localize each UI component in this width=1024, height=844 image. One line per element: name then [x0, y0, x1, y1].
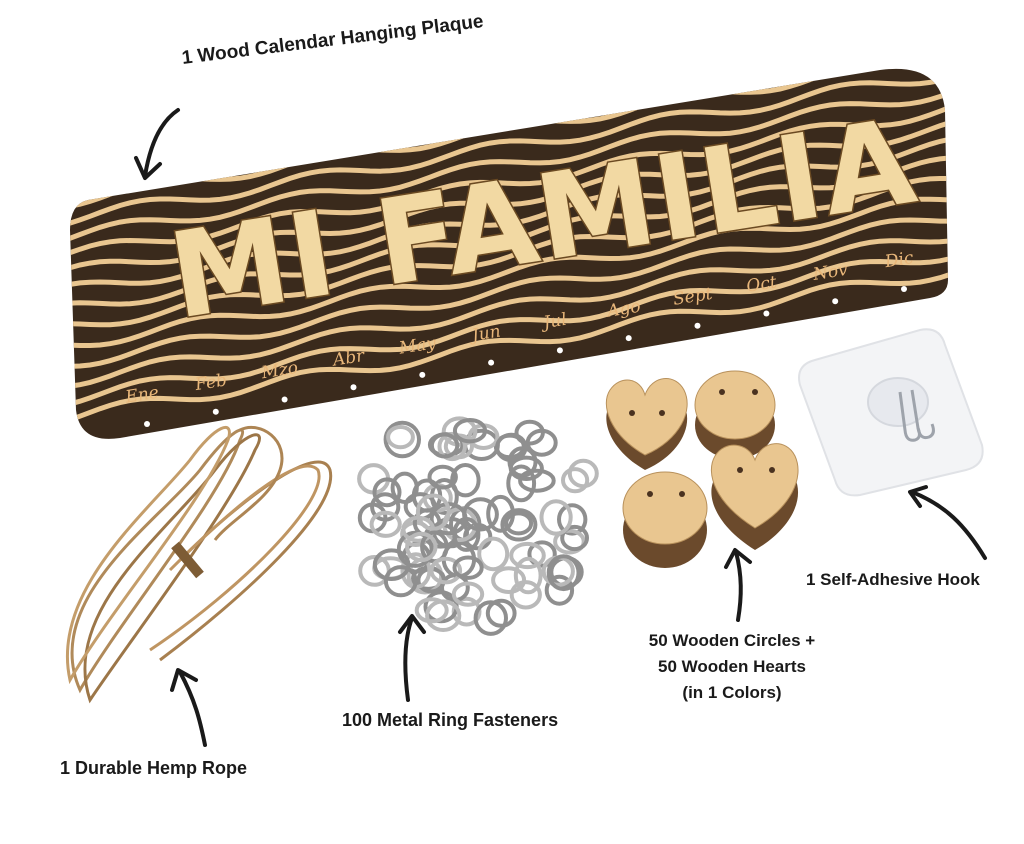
metal-ring — [509, 541, 546, 570]
hanging-hole — [625, 335, 632, 342]
wave-line — [70, 72, 948, 229]
month-label: Jul — [539, 310, 568, 334]
metal-ring — [441, 416, 478, 447]
rings-caption: 100 Metal Ring Fasteners — [342, 710, 559, 730]
metal-ring — [372, 477, 402, 508]
hook-caption: 1 Self-Adhesive Hook — [806, 570, 980, 589]
hanging-hole — [832, 298, 839, 305]
metal-ring — [491, 566, 527, 594]
wave-line — [70, 117, 948, 274]
metal-ring — [560, 524, 589, 552]
metal-ring — [504, 511, 534, 536]
wave-line — [70, 176, 948, 328]
metal-ring — [485, 598, 517, 628]
adhesive-hook — [798, 328, 984, 497]
arrow-icon — [134, 108, 180, 180]
hanging-hole — [556, 347, 563, 354]
month-label: Dic — [883, 248, 916, 272]
metal-ring — [567, 458, 599, 489]
metal-ring — [452, 516, 481, 552]
wave-line — [70, 68, 948, 93]
metal-ring — [506, 464, 537, 503]
metal-ring — [509, 580, 542, 610]
metal-ring — [495, 432, 528, 463]
metal-ring — [427, 464, 458, 490]
metal-ring — [527, 540, 557, 568]
wave-line — [70, 135, 948, 290]
metal-ring — [539, 499, 573, 536]
arrow-icon — [724, 548, 752, 622]
hemp-rope — [66, 425, 333, 704]
wooden-hearts-and-circles — [605, 370, 799, 568]
metal-ring — [452, 555, 484, 580]
hanging-hole — [488, 359, 495, 366]
metal-ring — [383, 420, 421, 459]
rope-caption: 1 Durable Hemp Rope — [60, 758, 248, 778]
metal-ring — [429, 432, 460, 459]
wave-line — [70, 101, 948, 259]
metal-ring — [429, 556, 463, 585]
metal-ring — [477, 536, 510, 572]
metal-ring — [452, 418, 488, 444]
month-label: Oct — [745, 272, 778, 297]
metal-ring — [500, 508, 538, 542]
metal-ring — [544, 574, 575, 606]
metal-ring — [405, 531, 438, 563]
metal-ring — [437, 431, 467, 462]
metal-ring — [369, 510, 402, 538]
metal-ring — [525, 428, 558, 457]
wave-line — [60, 0, 960, 45]
month-label: Jun — [468, 322, 502, 347]
metal-rings — [357, 416, 599, 636]
metal-ring — [553, 528, 586, 555]
metal-ring — [557, 503, 588, 536]
metal-ring — [415, 493, 451, 531]
wave-line — [70, 196, 948, 348]
pieces-caption: 50 Wooden Circles + 50 Wooden Hearts (in… — [612, 628, 852, 706]
heart-stack — [710, 443, 799, 550]
heart-stack — [605, 378, 688, 470]
arrow-icon — [170, 668, 207, 747]
metal-ring — [372, 548, 411, 582]
hanging-hole — [763, 310, 770, 317]
wave-line — [70, 268, 948, 426]
wave-line — [70, 86, 948, 245]
metal-ring — [396, 530, 434, 568]
metal-ring — [473, 600, 508, 636]
arrow-icon — [908, 485, 987, 560]
hanging-hole — [144, 421, 150, 427]
metal-ring — [508, 455, 544, 481]
hanging-hole — [694, 322, 701, 329]
metal-ring — [451, 581, 485, 607]
metal-ring — [518, 468, 556, 493]
hanging-hole — [419, 371, 426, 378]
circle-stack — [622, 471, 708, 568]
metal-ring — [386, 425, 415, 450]
metal-ring — [414, 597, 449, 624]
metal-ring — [546, 554, 581, 592]
wave-line — [70, 217, 948, 369]
wave-line — [70, 155, 948, 307]
metal-ring — [561, 467, 590, 494]
circle-stack — [694, 370, 776, 459]
hanging-hole — [901, 286, 907, 292]
hanging-hole — [350, 384, 357, 391]
wave-line — [70, 253, 948, 409]
hanging-hole — [212, 408, 219, 415]
wave-line — [70, 236, 948, 390]
metal-ring — [451, 596, 482, 627]
arrow-icon — [398, 614, 426, 702]
pieces-caption-line: 50 Wooden Hearts — [657, 657, 806, 676]
pieces-caption-line: (in 1 Colors) — [682, 683, 782, 702]
metal-ring — [450, 463, 481, 498]
pieces-caption-line: 50 Wooden Circles + — [648, 631, 816, 650]
metal-ring — [513, 556, 543, 595]
hanging-hole — [281, 396, 288, 403]
metal-ring — [383, 565, 418, 598]
